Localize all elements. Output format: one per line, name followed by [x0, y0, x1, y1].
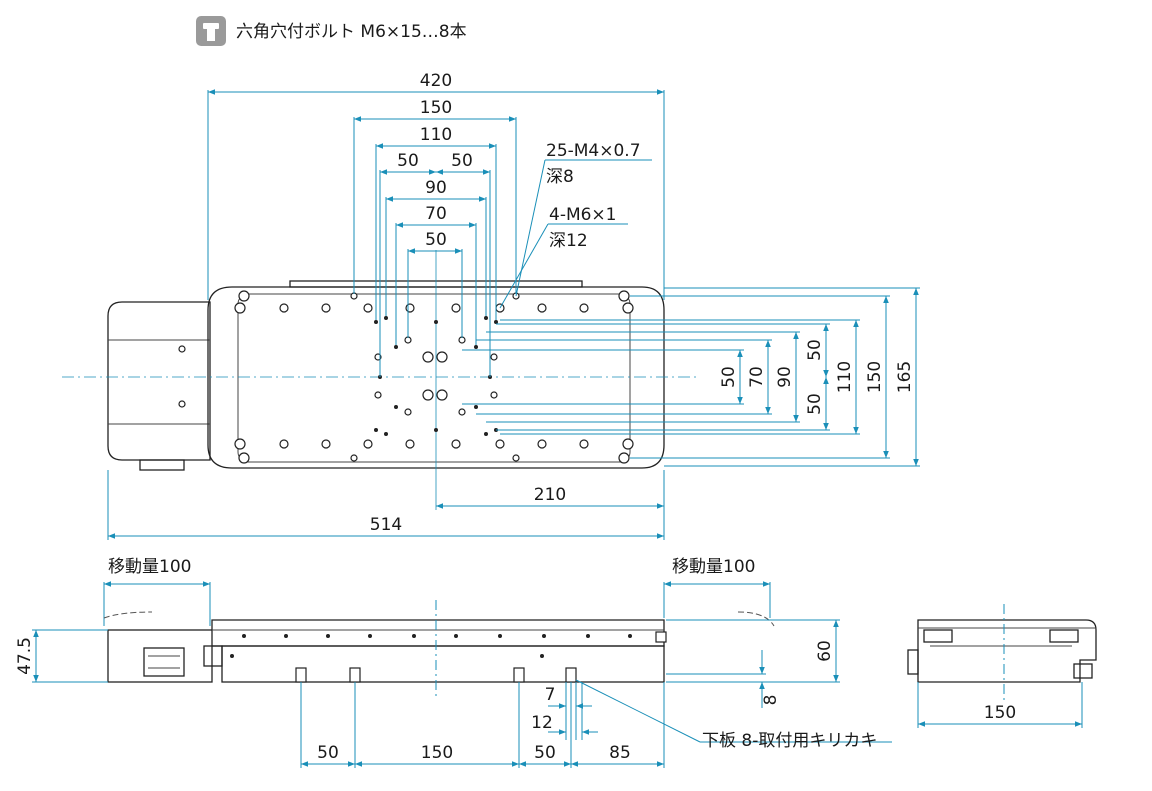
side-motor-block — [107, 629, 213, 683]
callout-bolt-line2: 深12 — [549, 231, 588, 251]
dim-50-left: 50 — [397, 151, 419, 171]
dim-b150: 150 — [421, 743, 453, 763]
dim-110: 110 — [420, 125, 452, 145]
travel-right: 移動量100 — [672, 557, 755, 577]
stage-table-outline — [207, 286, 665, 469]
callout-tapped-line2: 深8 — [546, 167, 574, 187]
motor-housing — [107, 301, 211, 461]
dim-60: 60 — [815, 640, 835, 662]
travel-left: 移動量100 — [108, 557, 191, 577]
dim-v-165: 165 — [895, 361, 915, 393]
dim-8: 8 — [761, 695, 781, 706]
dim-v-70: 70 — [747, 366, 767, 388]
dim-70: 70 — [425, 204, 447, 224]
dim-50-right: 50 — [451, 151, 473, 171]
top-view: 420 150 110 50 50 90 70 — [62, 71, 920, 540]
dim-50-inner: 50 — [425, 230, 447, 250]
dim-v-50a: 50 — [719, 366, 739, 388]
end-view: 150 — [907, 604, 1097, 728]
dim-150: 150 — [420, 98, 452, 118]
hex-bolt-icon — [196, 16, 226, 46]
dim-end-150: 150 — [984, 703, 1016, 723]
dim-b7: 7 — [545, 685, 556, 705]
dim-v-50b: 50 — [805, 339, 825, 361]
dim-90: 90 — [425, 178, 447, 198]
side-view: 移動量100 移動量100 47.5 60 8 50 150 50 85 — [15, 557, 892, 768]
dim-47-5: 47.5 — [15, 637, 35, 675]
dim-b50-left: 50 — [317, 743, 339, 763]
callout-bolt-line1: 4-M6×1 — [549, 205, 617, 225]
dim-v-50c: 50 — [805, 393, 825, 415]
dim-210: 210 — [534, 485, 566, 505]
mounting-holes — [178, 290, 634, 464]
side-stage-base — [221, 645, 665, 683]
top-view-v-dimensions: 50 70 90 50 50 110 150 165 — [462, 287, 920, 467]
stage-top-plate — [237, 293, 631, 463]
connector-tab — [139, 459, 185, 471]
dim-420: 420 — [420, 71, 452, 91]
top-view-h-dimensions: 420 150 110 50 50 90 70 — [107, 71, 665, 540]
top-view-callouts: 25-M4×0.7 深8 4-M6×1 深12 — [499, 141, 652, 309]
dim-v-90: 90 — [775, 366, 795, 388]
legend-text: 六角穴付ボルト M6×15…8本 — [236, 22, 467, 42]
dim-b12: 12 — [531, 713, 553, 733]
dim-v-110: 110 — [835, 361, 855, 393]
side-holes — [230, 634, 632, 658]
dim-v-150: 150 — [865, 361, 885, 393]
end-view-outline — [917, 619, 1097, 683]
callout-tapped-line1: 25-M4×0.7 — [546, 141, 641, 161]
side-stage-top — [211, 619, 665, 647]
dim-b85: 85 — [609, 743, 631, 763]
legend: 六角穴付ボルト M6×15…8本 — [196, 16, 467, 46]
dim-b50-right: 50 — [534, 743, 556, 763]
side-connector — [143, 647, 185, 677]
dim-514: 514 — [370, 515, 402, 535]
callout-mounting-slot: 下板 8-取付用キリカキ — [702, 731, 877, 751]
